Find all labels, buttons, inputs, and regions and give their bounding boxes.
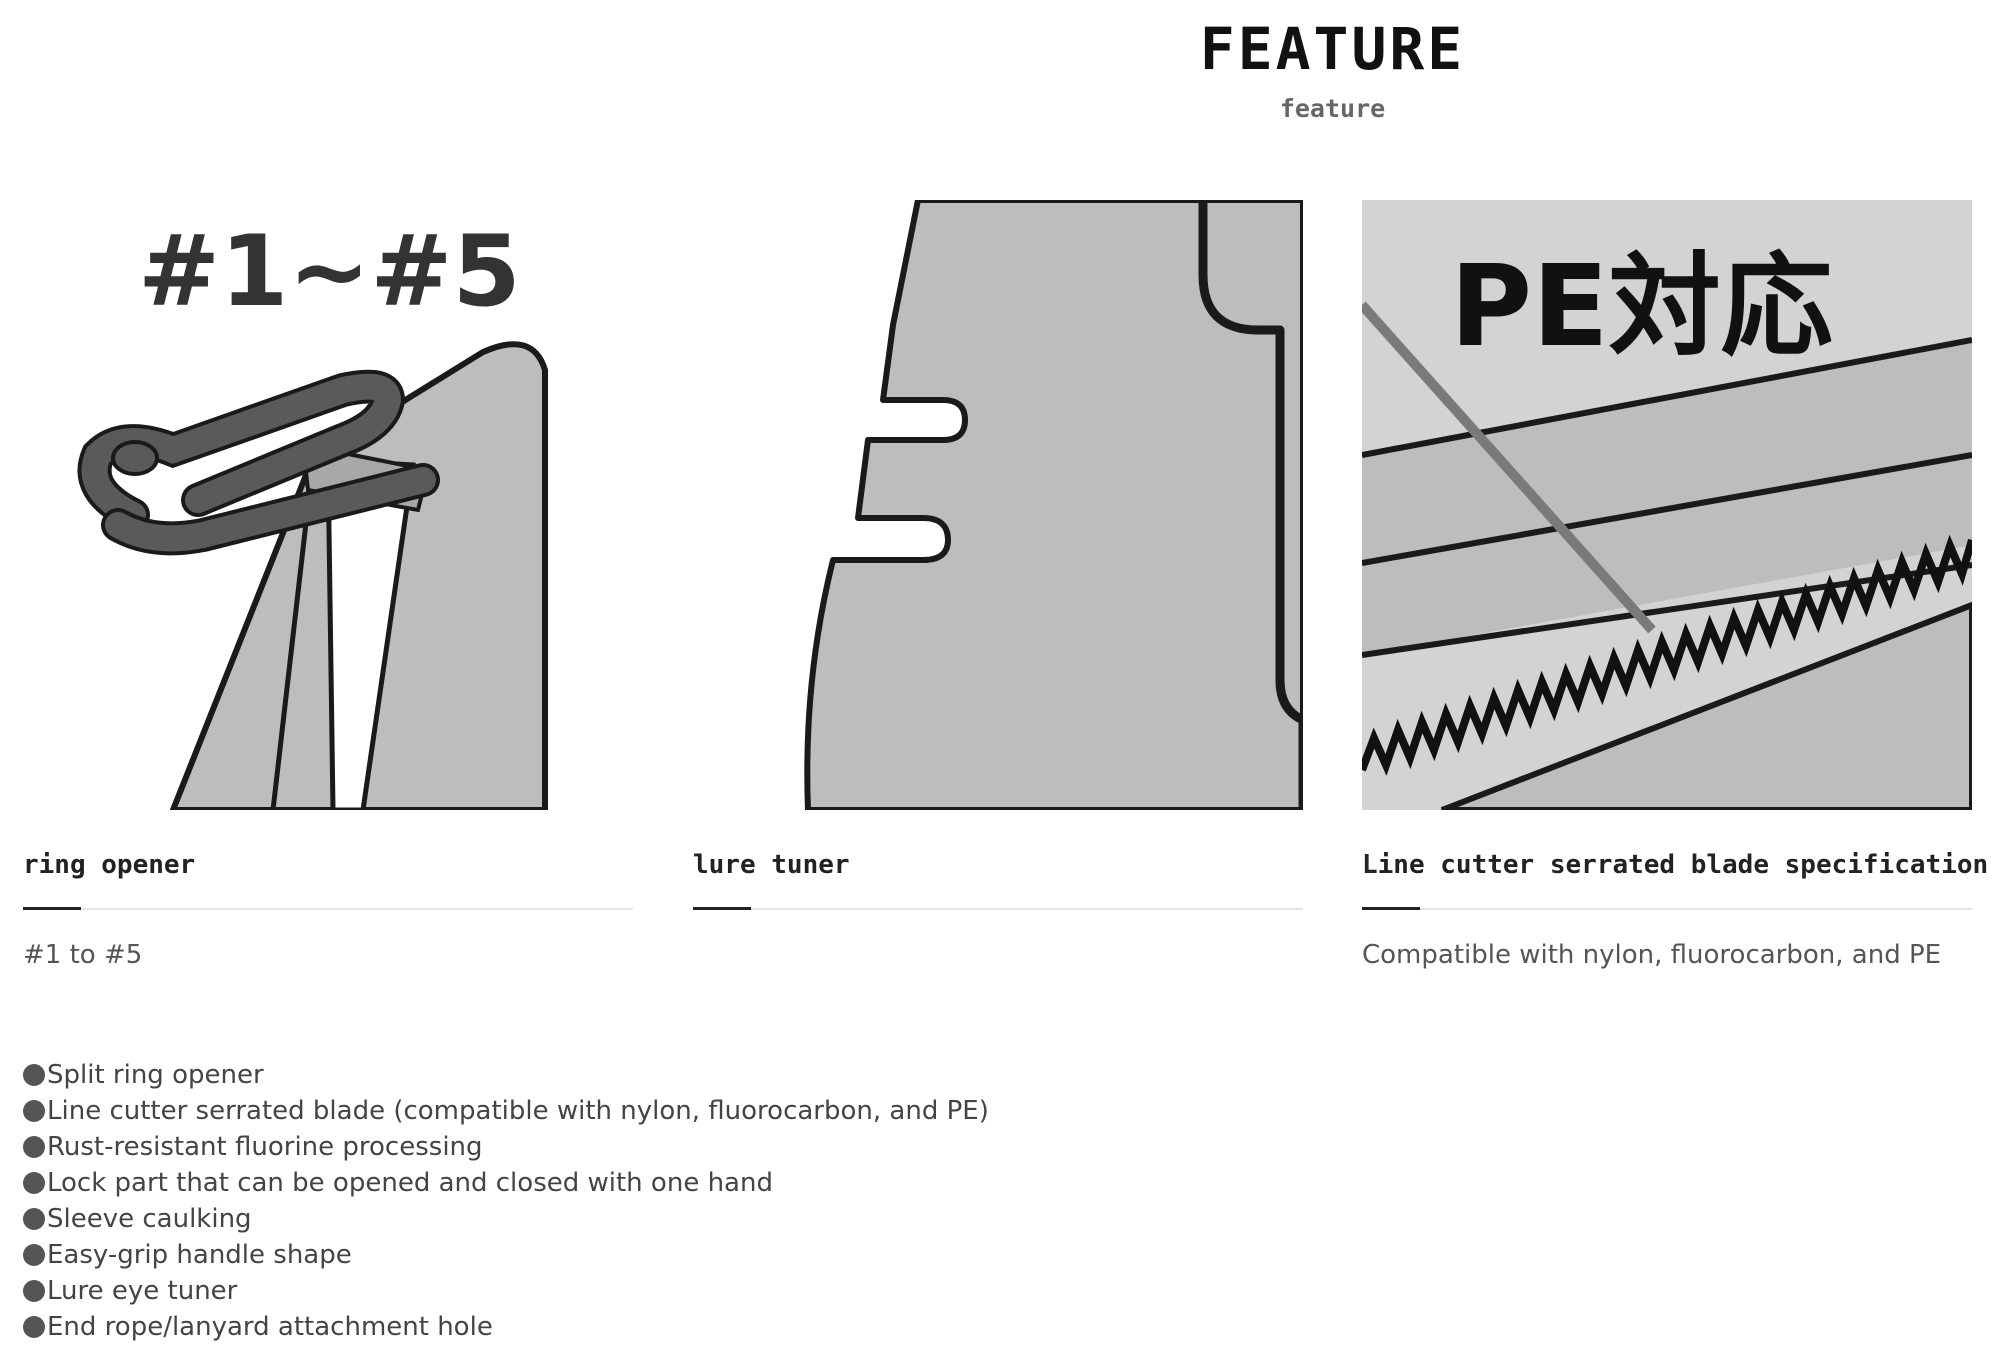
feature-text: Split ring opener bbox=[47, 1060, 264, 1090]
bullet-icon bbox=[23, 1316, 45, 1338]
ring-opener-illustration: #1~#5 bbox=[23, 200, 633, 810]
feature-text: Lock part that can be opened and closed … bbox=[47, 1168, 773, 1198]
feature-list: Split ring opener Line cutter serrated b… bbox=[23, 1057, 989, 1345]
page-title: FEATURE bbox=[1199, 15, 1466, 83]
feature-text: Line cutter serrated blade (compatible w… bbox=[47, 1096, 989, 1126]
ring-opener-divider-accent bbox=[23, 907, 81, 910]
bullet-icon bbox=[23, 1064, 45, 1086]
bullet-icon bbox=[23, 1136, 45, 1158]
page-subtitle: feature bbox=[1279, 94, 1386, 123]
bullet-icon bbox=[23, 1100, 45, 1122]
feature-item: Rust-resistant fluorine processing bbox=[23, 1129, 989, 1165]
feature-text: Lure eye tuner bbox=[47, 1276, 238, 1306]
pe-caption: PE対応 bbox=[1450, 242, 1833, 372]
feature-item: End rope/lanyard attachment hole bbox=[23, 1309, 989, 1345]
bullet-icon bbox=[23, 1208, 45, 1230]
feature-item: Lure eye tuner bbox=[23, 1273, 989, 1309]
line-cutter-divider bbox=[1362, 908, 1972, 910]
line-cutter-divider-accent bbox=[1362, 907, 1420, 910]
ring-opener-description: #1 to #5 bbox=[23, 940, 143, 970]
serrated-blade-illustration: PE対応 bbox=[1362, 200, 1972, 810]
feature-text: Sleeve caulking bbox=[47, 1204, 252, 1234]
ring-opener-caption: #1~#5 bbox=[138, 215, 521, 329]
line-cutter-title: Line cutter serrated blade specification bbox=[1362, 850, 1989, 880]
feature-item: Sleeve caulking bbox=[23, 1201, 989, 1237]
feature-item: Split ring opener bbox=[23, 1057, 989, 1093]
bullet-icon bbox=[23, 1244, 45, 1266]
lure-tuner-divider-accent bbox=[693, 907, 751, 910]
feature-text: End rope/lanyard attachment hole bbox=[47, 1312, 493, 1342]
feature-item: Line cutter serrated blade (compatible w… bbox=[23, 1093, 989, 1129]
lure-tuner-illustration bbox=[693, 200, 1303, 810]
bullet-icon bbox=[23, 1280, 45, 1302]
lure-tuner-divider bbox=[693, 908, 1303, 910]
ring-opener-title: ring opener bbox=[23, 850, 196, 880]
feature-item: Easy-grip handle shape bbox=[23, 1237, 989, 1273]
lure-tuner-title: lure tuner bbox=[693, 850, 850, 880]
ring-opener-divider bbox=[23, 908, 633, 910]
feature-text: Rust-resistant fluorine processing bbox=[47, 1132, 483, 1162]
feature-text: Easy-grip handle shape bbox=[47, 1240, 352, 1270]
line-cutter-description: Compatible with nylon, fluorocarbon, and… bbox=[1362, 940, 1942, 970]
bullet-icon bbox=[23, 1172, 45, 1194]
feature-item: Lock part that can be opened and closed … bbox=[23, 1165, 989, 1201]
